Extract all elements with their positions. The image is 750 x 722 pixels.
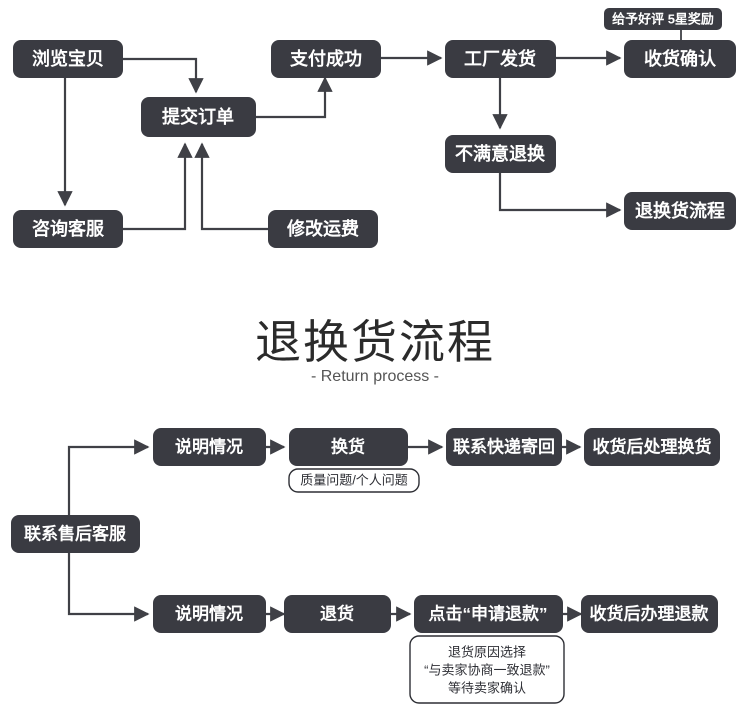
connector-modify-to-submit xyxy=(194,142,268,231)
node-factory-ship-label: 工厂发货 xyxy=(464,48,536,69)
node-click-apply-refund-label: 点击“申请退款” xyxy=(429,603,548,623)
node-contact-after-sales-label: 联系售后客服 xyxy=(24,523,127,543)
note-refund-reason-line1: 退货原因选择 xyxy=(448,644,526,659)
note-quality-or-personal: 质量问题/个人问题 xyxy=(288,468,420,493)
node-refund-explain[interactable]: 说明情况 xyxy=(153,595,266,633)
connector-start-to-refund xyxy=(67,553,150,622)
node-exchange-goods-label: 换货 xyxy=(331,436,365,456)
node-click-apply-refund[interactable]: 点击“申请退款” xyxy=(414,595,563,633)
connector-browse-to-submit xyxy=(123,57,204,94)
node-confirm-receipt-label: 收货确认 xyxy=(644,48,717,69)
node-exchange-explain-label: 说明情况 xyxy=(175,436,243,456)
node-process-exchange-after-receipt-label: 收货后处理换货 xyxy=(593,436,712,456)
node-browse-label: 浏览宝贝 xyxy=(32,48,104,69)
note-refund-reason-line2: “与卖家协商一致退款” xyxy=(424,662,550,677)
order-flow-connectors xyxy=(57,30,682,231)
node-contact-courier-label: 联系快递寄回 xyxy=(453,436,555,456)
node-submit-order[interactable]: 提交订单 xyxy=(141,97,256,137)
node-contact-courier[interactable]: 联系快递寄回 xyxy=(446,428,562,466)
node-return-process[interactable]: 退换货流程 xyxy=(624,192,736,230)
node-consult-service[interactable]: 咨询客服 xyxy=(13,210,123,248)
badge-five-star-reward[interactable]: 给予好评 5星奖励 xyxy=(604,8,722,30)
node-return-goods[interactable]: 退货 xyxy=(284,595,391,633)
node-return-process-label: 退换货流程 xyxy=(635,200,725,221)
node-modify-shipping[interactable]: 修改运费 xyxy=(268,210,378,248)
page-title: 退换货流程 xyxy=(255,316,495,368)
node-pay-success[interactable]: 支付成功 xyxy=(271,40,381,78)
node-process-refund-after-receipt-label: 收货后办理退款 xyxy=(590,603,710,623)
node-refund-explain-label: 说明情况 xyxy=(175,603,243,623)
node-unsatisfied-return[interactable]: 不满意退换 xyxy=(445,135,556,173)
node-confirm-receipt[interactable]: 收货确认 xyxy=(624,40,736,78)
node-unsatisfied-return-label: 不满意退换 xyxy=(455,143,546,164)
node-exchange-explain[interactable]: 说明情况 xyxy=(153,428,266,466)
node-pay-success-label: 支付成功 xyxy=(289,48,362,69)
node-process-exchange-after-receipt[interactable]: 收货后处理换货 xyxy=(584,428,720,466)
connector-submit-to-pay xyxy=(256,76,333,119)
connector-start-to-exchange xyxy=(67,439,150,515)
node-browse[interactable]: 浏览宝贝 xyxy=(13,40,123,78)
node-exchange-goods[interactable]: 换货 xyxy=(289,428,408,466)
return-flow-connectors xyxy=(67,439,583,622)
note-refund-reason-line3: 等待卖家确认 xyxy=(448,680,526,695)
node-return-goods-label: 退货 xyxy=(320,603,354,623)
node-contact-after-sales[interactable]: 联系售后客服 xyxy=(11,515,140,553)
node-factory-ship[interactable]: 工厂发货 xyxy=(445,40,556,78)
note-refund-reason: 退货原因选择 “与卖家协商一致退款” 等待卖家确认 xyxy=(409,635,565,704)
node-modify-shipping-label: 修改运费 xyxy=(286,218,359,239)
node-submit-order-label: 提交订单 xyxy=(162,106,234,127)
node-consult-service-label: 咨询客服 xyxy=(32,218,105,239)
connector-unsatisfied-to-returnprocess xyxy=(498,169,622,218)
note-quality-or-personal-label: 质量问题/个人问题 xyxy=(300,472,408,487)
page-subtitle: - Return process - xyxy=(310,368,440,385)
node-process-refund-after-receipt[interactable]: 收货后办理退款 xyxy=(581,595,718,633)
connector-consult-to-submit xyxy=(123,142,193,231)
badge-five-star-reward-label: 给予好评 5星奖励 xyxy=(612,11,714,26)
